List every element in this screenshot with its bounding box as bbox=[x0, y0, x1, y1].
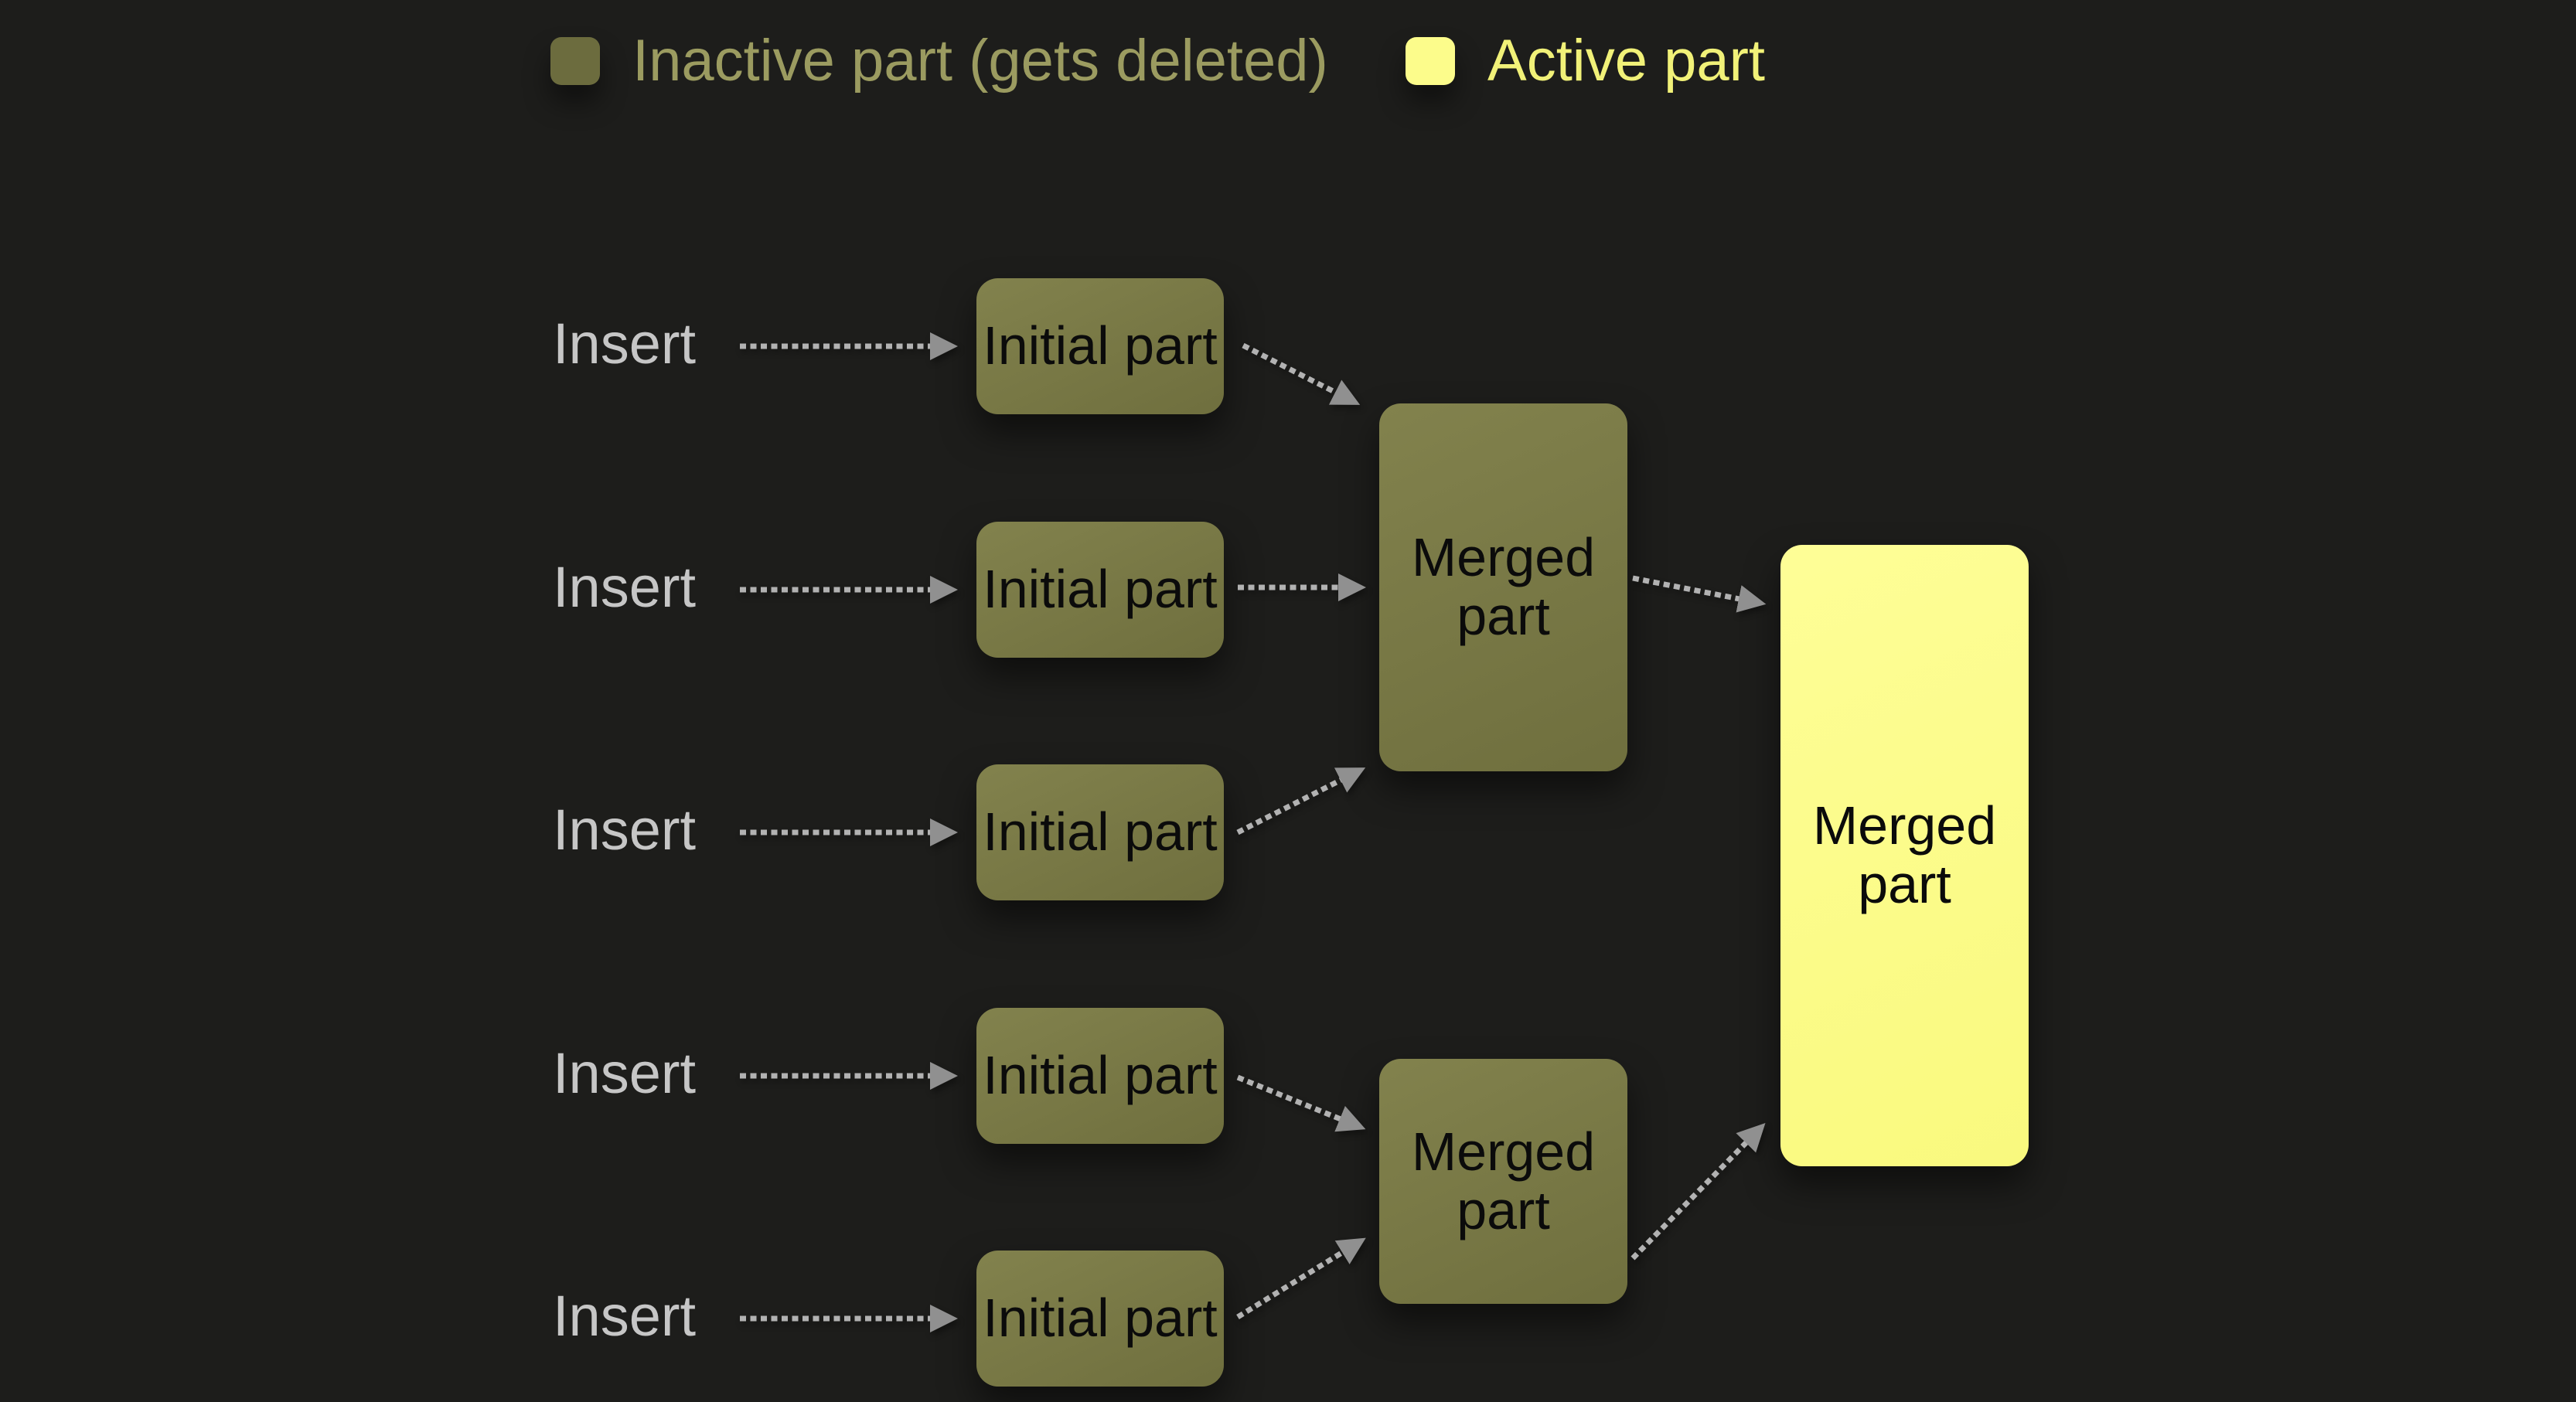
merged-part-bottom: Merged part bbox=[1379, 1059, 1627, 1304]
arrow-merge-4 bbox=[1236, 1074, 1366, 1132]
merged-part-top: Merged part bbox=[1379, 403, 1627, 771]
initial-part-3: Initial part bbox=[976, 764, 1224, 900]
arrow-merge-1 bbox=[1242, 342, 1361, 405]
legend-item-active: Active part bbox=[1406, 29, 1765, 93]
legend-label-active: Active part bbox=[1487, 28, 1766, 94]
insert-label-1: Insert bbox=[553, 311, 697, 376]
insert-label-2: Insert bbox=[553, 555, 697, 620]
insert-label-4: Insert bbox=[553, 1041, 697, 1106]
inactive-swatch-icon bbox=[550, 37, 600, 85]
initial-part-1: Initial part bbox=[976, 278, 1224, 414]
initial-part-4: Initial part bbox=[976, 1008, 1224, 1144]
legend-item-inactive: Inactive part (gets deleted) bbox=[550, 29, 1328, 93]
insert-label-5: Insert bbox=[553, 1284, 697, 1349]
initial-part-5: Initial part bbox=[976, 1251, 1224, 1387]
merged-part-final: Merged part bbox=[1780, 545, 2029, 1166]
arrow-merge-3 bbox=[1236, 767, 1366, 835]
arrow-final-top bbox=[1632, 575, 1767, 613]
initial-part-2: Initial part bbox=[976, 522, 1224, 658]
legend-label-inactive: Inactive part (gets deleted) bbox=[632, 28, 1328, 94]
arrow-merge-5 bbox=[1236, 1237, 1366, 1319]
arrow-final-bottom bbox=[1630, 1123, 1766, 1261]
active-swatch-icon bbox=[1406, 37, 1455, 85]
insert-label-3: Insert bbox=[553, 798, 697, 863]
